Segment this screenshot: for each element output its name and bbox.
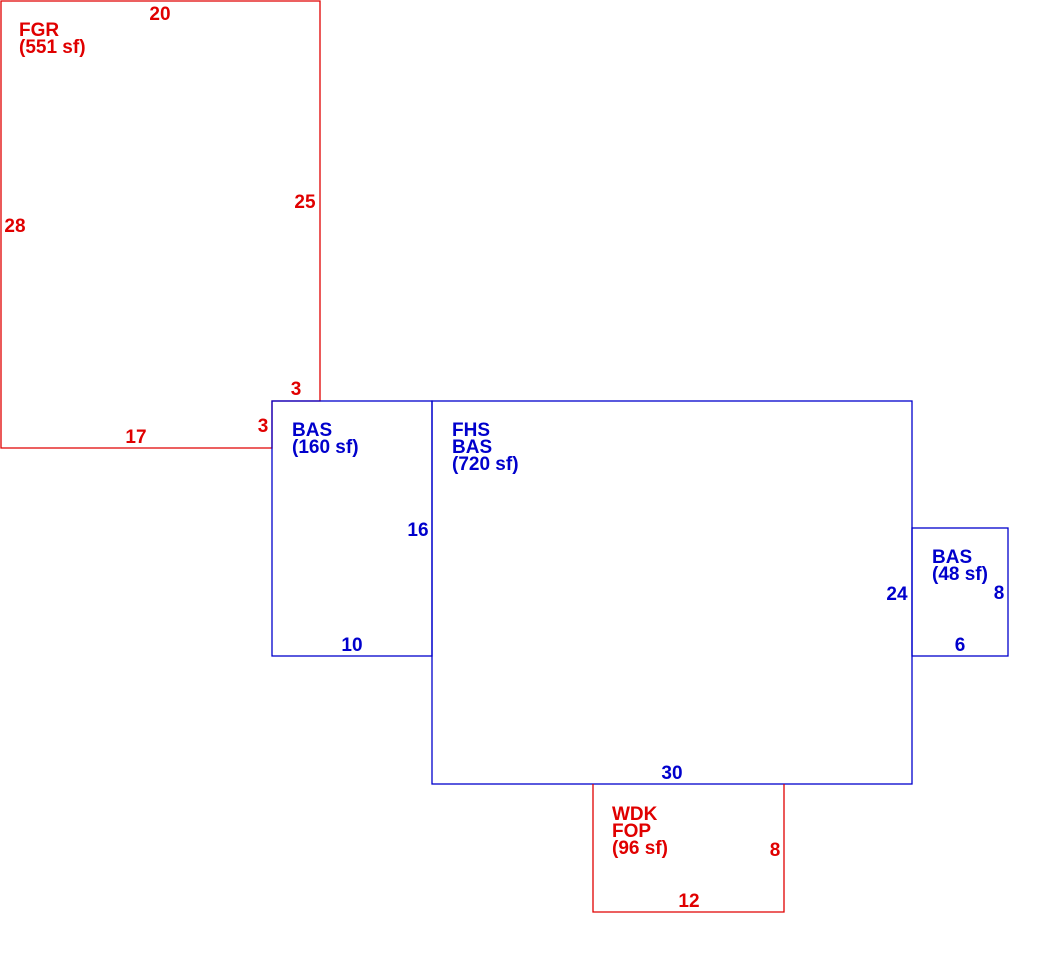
bas-720-label-code: BAS xyxy=(452,437,492,458)
wdk-dim-bottom: 12 xyxy=(678,891,699,912)
bas-720-dim-bottom: 30 xyxy=(661,763,682,784)
bas-720-dim-right: 24 xyxy=(886,584,908,605)
bas-720-label-fhs: FHS xyxy=(452,420,490,441)
bas-48-label-area: (48 sf) xyxy=(932,564,988,585)
fgr-dim-top: 20 xyxy=(149,4,170,25)
fgr-dim-left: 28 xyxy=(4,216,25,237)
bas-48-outline xyxy=(911,527,1009,657)
bas-48-label-code: BAS xyxy=(932,547,972,568)
fgr-outline xyxy=(0,0,321,449)
fgr-dim-step-top: 3 xyxy=(291,379,302,400)
fgr-dim-step-side: 3 xyxy=(258,416,269,437)
bas-48-dim-right: 8 xyxy=(994,583,1005,604)
wdk-dim-right: 8 xyxy=(770,840,781,861)
wdk-label-code: WDK xyxy=(612,804,658,825)
bas-160-dim-right: 16 xyxy=(407,520,428,541)
wdk-label-area: (96 sf) xyxy=(612,838,668,859)
fgr-label-area: (551 sf) xyxy=(19,37,86,58)
fgr-dim-bottom: 17 xyxy=(125,427,146,448)
bas-48-dim-bottom: 6 xyxy=(955,635,966,656)
wdk-label-fop: FOP xyxy=(612,821,651,842)
fgr-dim-right: 25 xyxy=(294,192,316,213)
wdk-outline xyxy=(592,784,785,913)
bas-720-label-area: (720 sf) xyxy=(452,454,519,475)
bas-160-dim-bottom: 10 xyxy=(341,635,362,656)
fgr-label-code: FGR xyxy=(19,20,59,41)
bas-160-label-code: BAS xyxy=(292,420,332,441)
bas-160-label-area: (160 sf) xyxy=(292,437,359,458)
